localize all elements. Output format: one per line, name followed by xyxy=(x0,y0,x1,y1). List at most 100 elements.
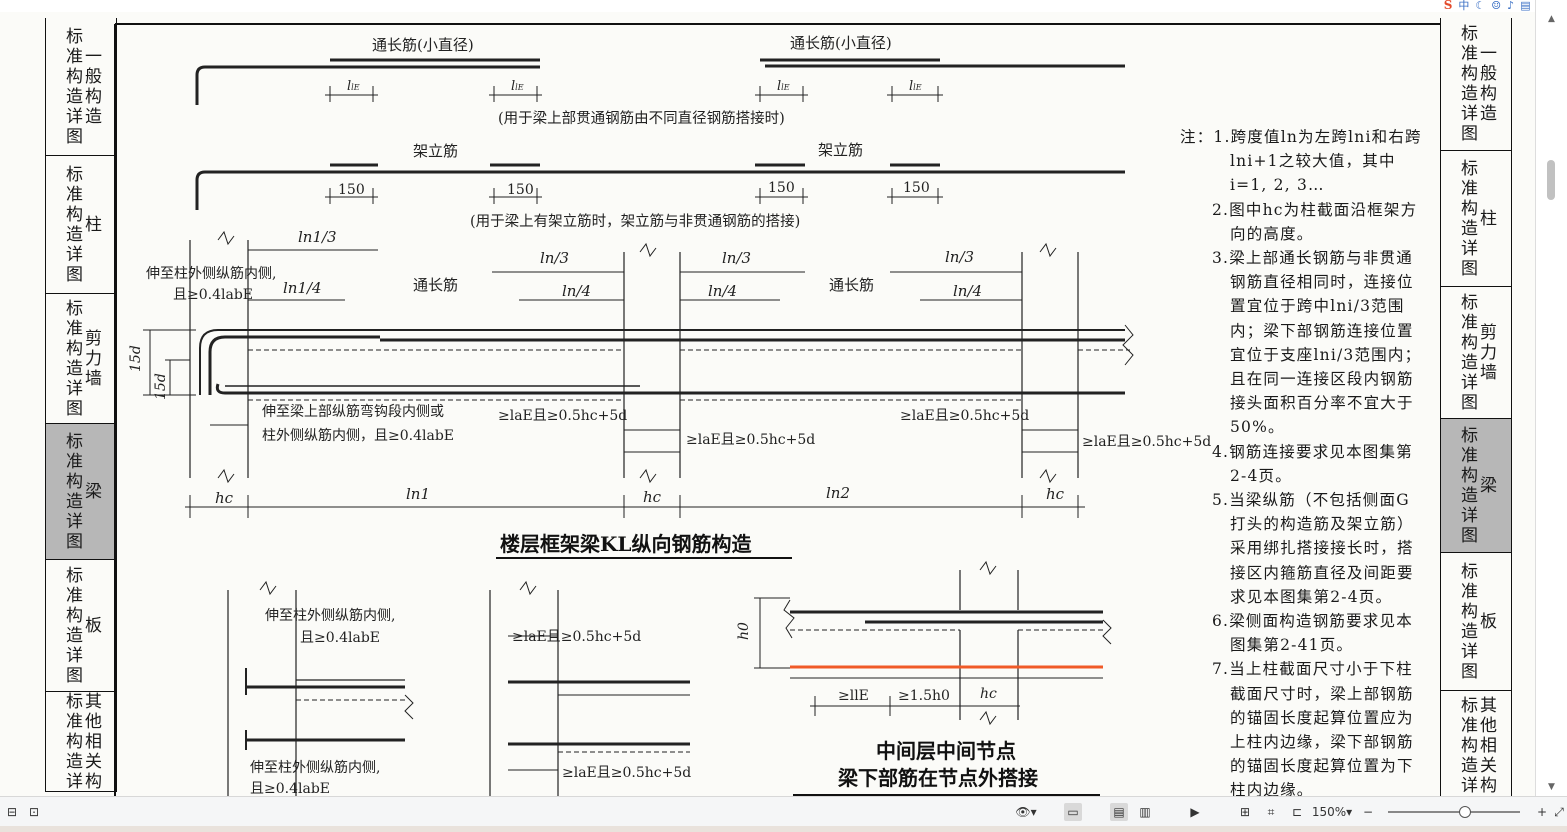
index-tab-5[interactable]: 标准构造详其他相关构 xyxy=(46,692,116,792)
mic-icon[interactable]: ♪ xyxy=(1507,0,1515,12)
index-tab-label: 梁 xyxy=(85,481,102,502)
rebar-drawing: 通长筋(小直径) 通长筋(小直径) llE llE llE llE (用于梁上部… xyxy=(114,23,1440,796)
eye-protect-icon[interactable]: 👁▾ xyxy=(1015,805,1037,819)
fit-width-icon[interactable]: ⊏ xyxy=(1291,805,1303,819)
moon-icon[interactable]: ☾ xyxy=(1475,0,1486,12)
index-tab-2[interactable]: 标准构造详图剪力墙 xyxy=(1441,287,1511,419)
svg-text:≥laE且≥0.5hc+5d: ≥laE且≥0.5hc+5d xyxy=(900,408,1029,424)
svg-text:150: 150 xyxy=(768,180,795,196)
index-tab-4[interactable]: 标准构造详图板 xyxy=(46,560,116,692)
title-mid-a: 中间层中间节点 xyxy=(876,739,1016,763)
index-tab-label: 柱 xyxy=(1480,208,1497,229)
svg-text:llE: llE xyxy=(347,79,360,94)
index-tab-0[interactable]: 标准构造详图一般构造 xyxy=(1441,18,1511,151)
svg-text:≥laE且≥0.5hc+5d: ≥laE且≥0.5hc+5d xyxy=(1082,434,1211,450)
svg-text:≥laE且≥0.5hc+5d: ≥laE且≥0.5hc+5d xyxy=(512,629,641,645)
fullscreen-icon[interactable]: ⤢ xyxy=(1554,804,1564,819)
index-tab-5[interactable]: 标准构造详其他相关构 xyxy=(1441,691,1511,796)
keyboard-icon[interactable]: ▤ xyxy=(1520,0,1531,12)
index-tab-0[interactable]: 标准构造详图一般构造 xyxy=(46,18,116,156)
index-tab-prefix: 标准构造详图 xyxy=(1461,425,1478,546)
svg-text:且≥0.4labE: 且≥0.4labE xyxy=(250,781,330,796)
index-tab-prefix: 标准构造详图 xyxy=(1461,292,1478,413)
svg-text:hc: hc xyxy=(215,489,234,507)
note-item: 3.梁上部通长钢筋与非贯通钢筋直径相同时，连接位置宜位于跨中lni/3范围内；梁… xyxy=(1212,249,1422,437)
index-tab-prefix: 标准构造详图 xyxy=(66,164,83,285)
svg-text:ln/4: ln/4 xyxy=(708,282,737,300)
svg-text:柱外侧纵筋内侧，且≥0.4labE: 柱外侧纵筋内侧，且≥0.4labE xyxy=(262,427,454,444)
note-item: 6.梁侧面构造钢筋要求见本图集第2-41页。 xyxy=(1212,612,1413,655)
sidebar-toggle-icon[interactable]: ⊟ xyxy=(6,805,18,819)
label-erect-2: 架立筋 xyxy=(818,141,863,159)
caption-2: (用于梁上有架立筋时，架立筋与非贯通钢筋的搭接) xyxy=(470,213,800,230)
actual-size-icon[interactable]: ⊞ xyxy=(1239,805,1251,819)
title-main: 楼层框架梁KL纵向钢筋构造 xyxy=(500,532,752,556)
note-item: 5.当梁纵筋（不包括侧面G打头的构造筋及架立筋）采用绑扎搭接接长时，搭接区内箍筋… xyxy=(1212,491,1414,606)
label-through-small-1: 通长筋(小直径) xyxy=(372,36,474,54)
index-tab-2[interactable]: 标准构造详图剪力墙 xyxy=(46,294,116,424)
index-tab-prefix: 标准构造详 xyxy=(66,691,83,792)
svg-text:伸至柱外侧纵筋内侧,: 伸至柱外侧纵筋内侧, xyxy=(250,759,380,776)
ime-mode[interactable]: 中 xyxy=(1458,0,1470,12)
scroll-thumb[interactable] xyxy=(1547,160,1555,200)
index-tab-1[interactable]: 标准构造详图柱 xyxy=(46,156,116,294)
zoom-out-icon[interactable]: − xyxy=(1362,805,1374,819)
detail-end-support-top xyxy=(227,580,414,796)
index-tab-prefix: 标准构造详 xyxy=(1461,695,1478,796)
zoom-slider[interactable] xyxy=(1388,806,1520,818)
index-tab-label: 一般构造 xyxy=(85,46,102,127)
svg-text:llE: llE xyxy=(777,79,790,94)
index-tab-prefix: 标准构造详图 xyxy=(66,431,83,552)
index-tab-label: 其他相关构 xyxy=(85,691,102,792)
svg-text:hc: hc xyxy=(980,686,997,702)
svg-text:ln2: ln2 xyxy=(826,484,850,502)
play-icon[interactable]: ▶ xyxy=(1190,805,1200,819)
svg-text:通长筋: 通长筋 xyxy=(829,276,874,294)
index-tab-prefix: 标准构造详图 xyxy=(66,298,83,419)
detail-erection-bar-lap: 架立筋 架立筋 150 150 150 150 (用于梁上有架立筋时，架立筋与非… xyxy=(195,141,1125,230)
index-tab-label: 剪力墙 xyxy=(1480,322,1497,383)
svg-text:≥llE: ≥llE xyxy=(838,688,869,704)
double-page-icon[interactable]: ▥ xyxy=(1139,805,1151,819)
scroll-down-icon[interactable]: ▼ xyxy=(1548,782,1555,792)
index-tab-4[interactable]: 标准构造详图板 xyxy=(1441,553,1511,691)
index-tab-3[interactable]: 标准构造详图梁 xyxy=(1441,419,1511,553)
svg-text:伸至梁上部纵筋弯钩段内侧或: 伸至梁上部纵筋弯钩段内侧或 xyxy=(262,403,444,420)
ime-brand-icon[interactable]: S xyxy=(1443,0,1453,12)
index-tab-label: 柱 xyxy=(85,214,102,235)
svg-text:150: 150 xyxy=(507,182,534,198)
zoom-slider-handle[interactable] xyxy=(1458,806,1471,818)
index-tab-1[interactable]: 标准构造详图柱 xyxy=(1441,151,1511,287)
svg-text:通长筋: 通长筋 xyxy=(413,276,458,294)
svg-text:hc: hc xyxy=(1046,485,1065,503)
index-tab-label: 板 xyxy=(85,615,102,636)
continuous-page-icon[interactable]: ▤ xyxy=(1110,803,1128,821)
svg-text:llE: llE xyxy=(511,79,524,94)
svg-text:h0: h0 xyxy=(736,622,752,640)
system-tray: S 中 ☾ ☺ ♪ ▤ ▦ xyxy=(1444,0,1547,12)
index-tab-3[interactable]: 标准构造详图梁 xyxy=(46,424,116,560)
svg-text:ln1/4: ln1/4 xyxy=(283,279,322,297)
svg-text:≥laE且≥0.5hc+5d: ≥laE且≥0.5hc+5d xyxy=(686,432,815,448)
document-page[interactable]: 标准构造详图一般构造标准构造详图柱标准构造详图剪力墙标准构造详图梁标准构造详图板… xyxy=(0,0,1535,796)
svg-text:且≥0.4labE: 且≥0.4labE xyxy=(173,287,253,303)
index-tab-label: 剪力墙 xyxy=(85,328,102,389)
detail-intermediate-node xyxy=(754,560,1112,726)
svg-text:ln1: ln1 xyxy=(406,485,430,503)
exit-icon[interactable]: ⊡ xyxy=(28,805,40,819)
notes-block: 注：1.跨度值ln为左跨lni和右跨lni+1之较大值，其中i=1, 2, 3…… xyxy=(1180,125,1425,796)
scroll-up-icon[interactable]: ▲ xyxy=(1548,14,1555,24)
emoji-icon[interactable]: ☺ xyxy=(1491,0,1502,12)
svg-text:ln1/3: ln1/3 xyxy=(298,228,337,246)
zoom-in-icon[interactable]: + xyxy=(1536,805,1548,819)
fit-page-icon[interactable]: ⌗ xyxy=(1267,804,1275,819)
vertical-scrollbar[interactable]: ▲ ▼ xyxy=(1535,0,1567,796)
caption-1: (用于梁上部贯通钢筋由不同直径钢筋搭接时) xyxy=(498,110,785,127)
zoom-select[interactable]: 150%▾ xyxy=(1311,805,1353,819)
svg-text:≥1.5h0: ≥1.5h0 xyxy=(898,688,950,704)
svg-text:llE: llE xyxy=(909,79,922,94)
svg-text:伸至柱外侧纵筋内侧,: 伸至柱外侧纵筋内侧, xyxy=(265,607,395,624)
single-page-icon[interactable]: ▭ xyxy=(1064,803,1082,821)
svg-text:150: 150 xyxy=(338,182,365,198)
